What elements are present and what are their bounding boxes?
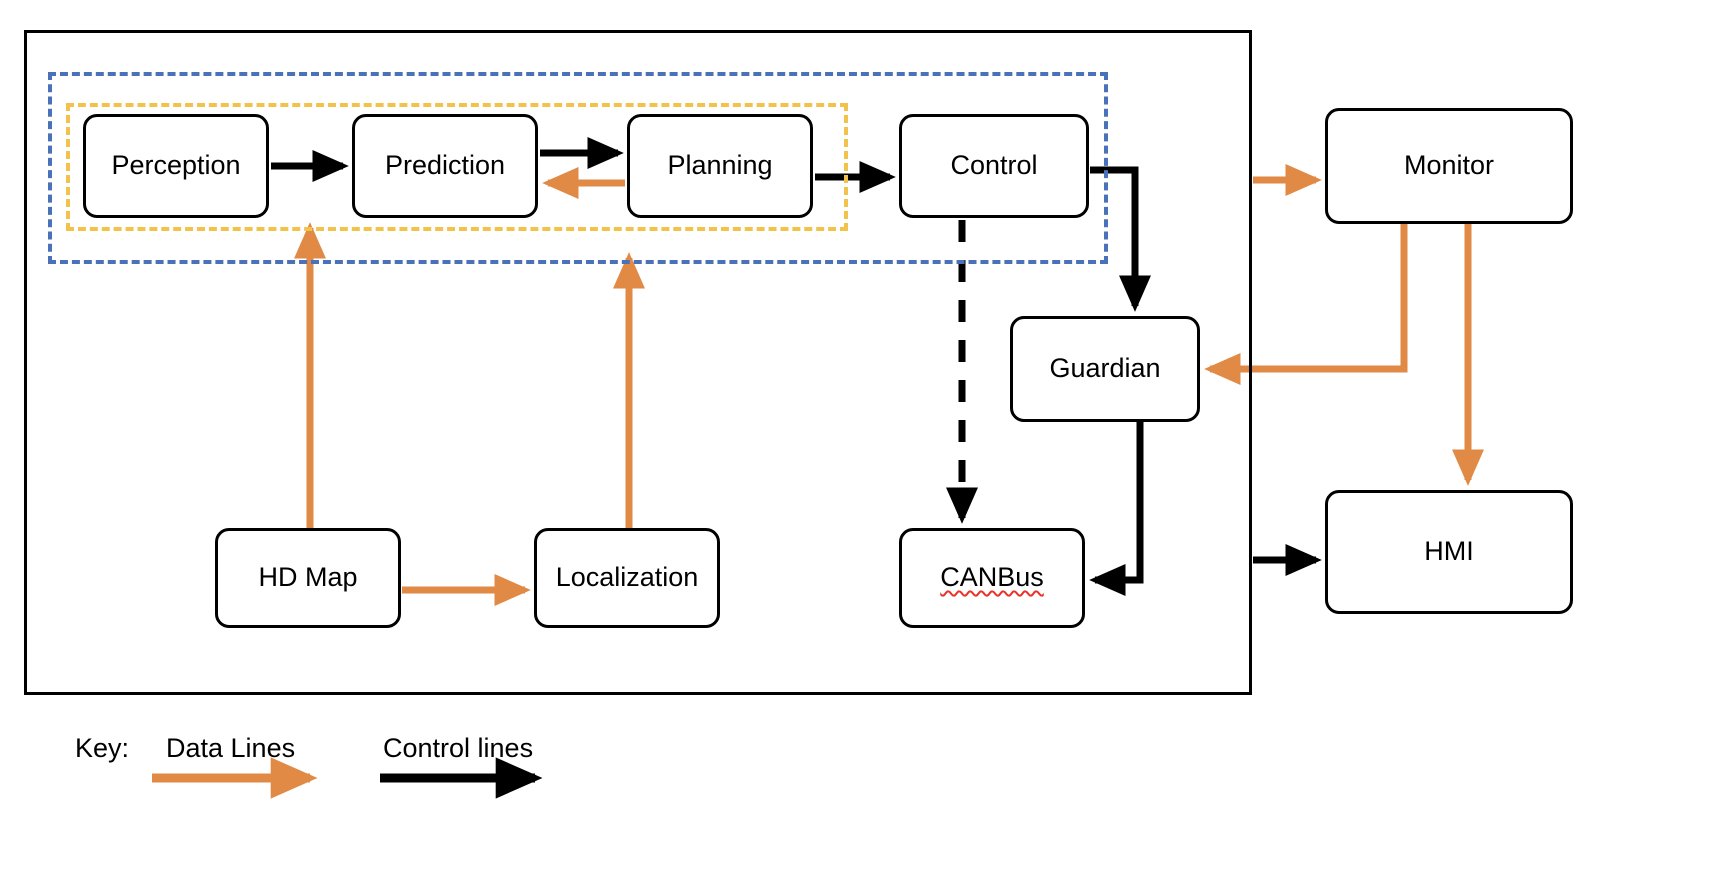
node-perception[interactable]: Perception — [83, 114, 269, 218]
node-guardian-label: Guardian — [1049, 353, 1161, 384]
node-prediction-label: Prediction — [384, 150, 506, 181]
node-localization-label: Localization — [555, 562, 699, 593]
node-monitor[interactable]: Monitor — [1325, 108, 1573, 224]
legend-key-label: Key: — [75, 733, 130, 763]
node-canbus-label: CANBus — [940, 562, 1044, 593]
legend-control-lines-label: Control lines — [383, 733, 534, 763]
node-localization[interactable]: Localization — [534, 528, 720, 628]
node-hmi-label: HMI — [1424, 536, 1474, 567]
node-canbus[interactable]: CANBus — [899, 528, 1085, 628]
node-perception-label: Perception — [111, 150, 241, 181]
legend-data-lines-label: Data Lines — [166, 733, 296, 763]
node-guardian[interactable]: Guardian — [1010, 316, 1200, 422]
node-hd-map[interactable]: HD Map — [215, 528, 401, 628]
node-control-label: Control — [950, 150, 1038, 181]
node-monitor-label: Monitor — [1403, 150, 1495, 181]
group-inner-dashed-gold — [66, 103, 848, 231]
node-control[interactable]: Control — [899, 114, 1089, 218]
node-planning[interactable]: Planning — [627, 114, 813, 218]
node-hmi[interactable]: HMI — [1325, 490, 1573, 614]
node-hd-map-label: HD Map — [258, 562, 358, 593]
node-planning-label: Planning — [667, 150, 773, 181]
node-prediction[interactable]: Prediction — [352, 114, 538, 218]
